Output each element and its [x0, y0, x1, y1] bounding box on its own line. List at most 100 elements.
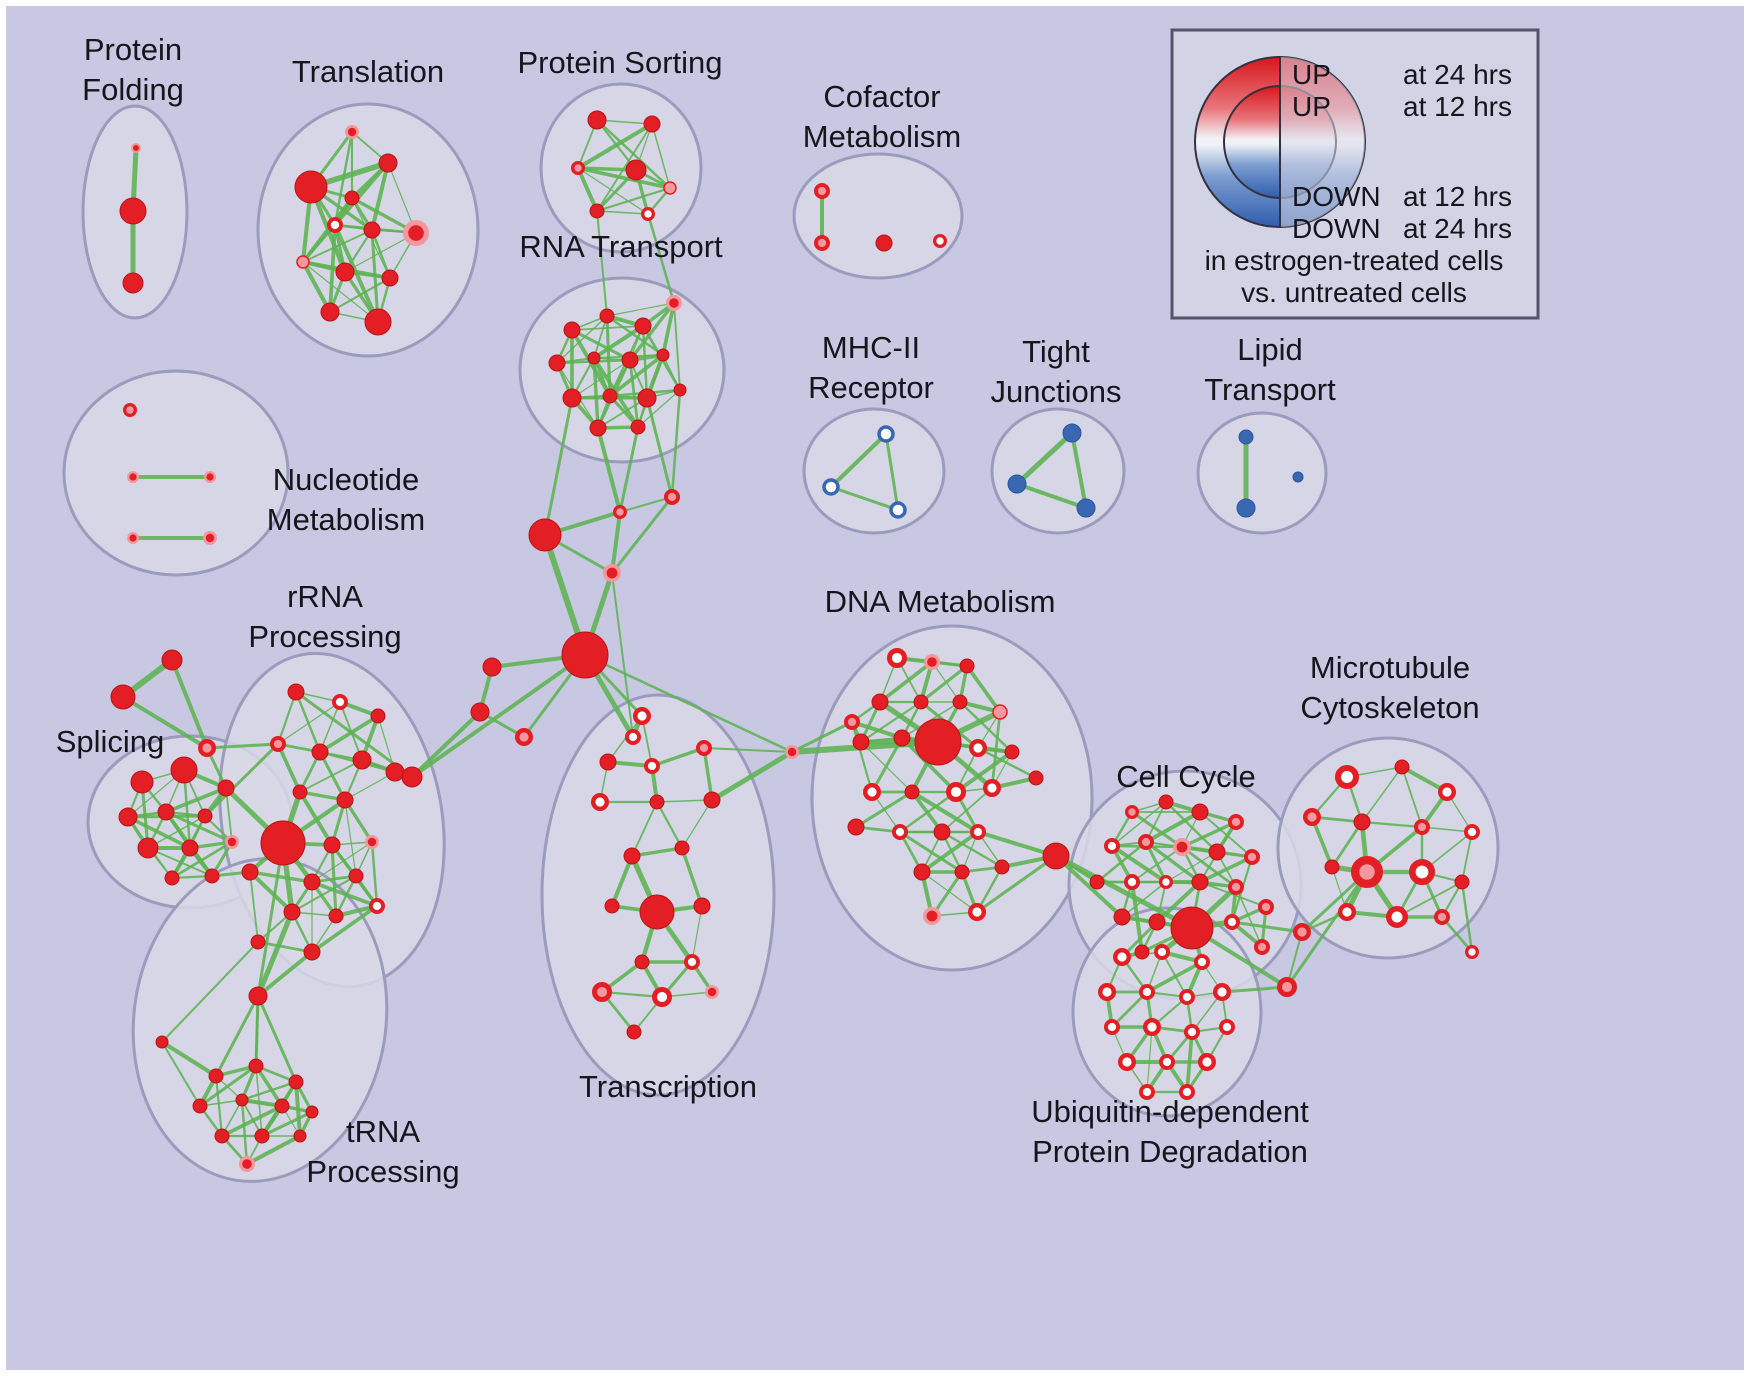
edge	[328, 276, 392, 314]
node-rr1	[287, 683, 305, 701]
edge	[1461, 831, 1473, 883]
edge	[976, 746, 1038, 780]
edge	[299, 759, 363, 793]
edge	[1230, 920, 1304, 934]
node-cc21	[1254, 938, 1271, 955]
edge	[596, 210, 649, 215]
edge	[850, 720, 874, 794]
edge	[302, 229, 373, 263]
node-tr9	[335, 262, 355, 282]
node-ft2	[110, 684, 136, 710]
edge	[1121, 881, 1167, 918]
node-dm14	[863, 783, 882, 802]
node-mc15	[1465, 945, 1480, 960]
edge	[611, 572, 634, 738]
edge	[829, 432, 888, 489]
node-nm2	[127, 471, 139, 483]
cluster-label-protein-sorting-line0: Protein Sorting	[517, 45, 722, 80]
node-cc11	[1124, 873, 1141, 890]
node-tx6	[649, 794, 665, 810]
node-cn7	[515, 728, 534, 747]
node-cc15	[1113, 908, 1131, 926]
cluster-label-translation-line0: Translation	[292, 54, 444, 89]
node-ub8	[1104, 1018, 1121, 1035]
node-dm1	[843, 713, 860, 730]
node-cc10	[1089, 874, 1105, 890]
node-dm5	[871, 693, 889, 711]
edge	[1330, 820, 1364, 869]
node-cm4	[933, 233, 948, 248]
edge	[878, 660, 934, 704]
legend-up12-time: at 12 hrs	[1403, 91, 1512, 122]
edge	[958, 700, 1014, 754]
edge	[1220, 985, 1289, 994]
edge	[410, 710, 482, 779]
edge	[596, 210, 608, 317]
edge	[1109, 843, 1169, 885]
edge	[170, 840, 234, 880]
node-ps5	[663, 181, 677, 195]
node-rr15	[348, 868, 364, 884]
edge	[1110, 990, 1149, 1029]
node-tj1	[1062, 423, 1082, 443]
node-mc6	[1414, 818, 1431, 835]
node-cn6	[470, 702, 490, 722]
node-mcb1	[1292, 923, 1311, 942]
edge	[941, 787, 993, 833]
edge	[790, 720, 854, 754]
node-tx1	[633, 707, 652, 726]
edge	[680, 846, 704, 908]
edge	[260, 1110, 314, 1138]
node-tn10	[214, 1128, 230, 1144]
edge	[709, 749, 795, 803]
node-tn1	[248, 986, 268, 1006]
node-cc6	[1138, 833, 1155, 850]
node-cc18	[1224, 913, 1241, 930]
node-tr1	[345, 125, 359, 139]
edge	[859, 700, 923, 744]
node-ps4	[625, 159, 647, 181]
cluster-label-cell-cycle-line0: Cell Cycle	[1116, 759, 1256, 794]
node-tn4	[248, 1058, 264, 1074]
edge	[575, 165, 600, 214]
node-mc13	[1386, 906, 1408, 928]
node-tr6	[363, 221, 381, 239]
edge	[1460, 880, 1474, 954]
node-mcb2	[1276, 976, 1297, 997]
edge	[126, 815, 192, 850]
legend-down12-label: DOWN	[1292, 181, 1381, 212]
edge	[203, 742, 280, 818]
edge	[159, 1039, 219, 1079]
edge	[1361, 766, 1403, 823]
node-tx16	[651, 986, 672, 1007]
node-sp4	[118, 807, 138, 827]
edge	[595, 186, 672, 213]
edge	[854, 790, 914, 829]
node-sp10	[164, 870, 180, 886]
edge	[610, 510, 622, 575]
node-cc13	[1191, 873, 1209, 891]
edge	[1111, 801, 1167, 847]
edge	[655, 800, 684, 850]
edge	[607, 715, 643, 763]
node-rr9	[336, 791, 354, 809]
node-rt10	[602, 388, 618, 404]
node-tr4	[344, 190, 360, 206]
edge	[1360, 820, 1424, 829]
node-mc1	[1335, 765, 1360, 790]
edge	[637, 389, 681, 428]
node-mh1	[877, 425, 895, 443]
cluster-label-protein-folding-line1: Folding	[82, 72, 184, 107]
node-rr11	[323, 836, 341, 854]
node-tn7	[235, 1093, 249, 1107]
node-nm4	[127, 532, 139, 544]
edge	[884, 432, 900, 512]
edge	[577, 167, 649, 215]
node-dm13	[1004, 744, 1020, 760]
node-dm6	[913, 694, 929, 710]
edge	[310, 904, 379, 954]
node-ub2	[1154, 943, 1171, 960]
node-tn9	[305, 1105, 319, 1119]
node-sp2	[170, 756, 198, 784]
edge	[319, 701, 341, 753]
